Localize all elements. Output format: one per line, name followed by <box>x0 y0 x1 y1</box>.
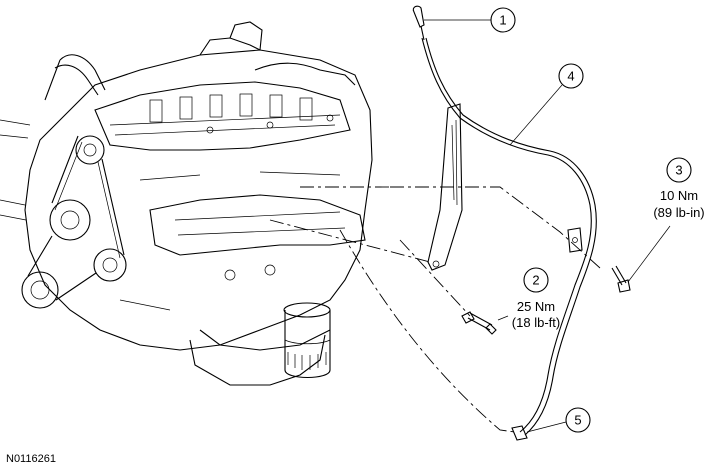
callout-5: 5 <box>526 407 591 433</box>
callout-3-torque-metric: 10 Nm <box>660 188 698 203</box>
callout-1-number: 1 <box>499 13 506 28</box>
engine-illustration <box>0 21 373 386</box>
upper-bracket <box>567 227 583 253</box>
figure-id: N0116261 <box>6 453 56 465</box>
mounting-bracket <box>427 103 463 271</box>
coil-packs <box>149 93 313 123</box>
callout-4: 4 <box>509 63 584 146</box>
callout-3: 3 10 Nm (89 lb-in) <box>627 157 705 283</box>
alignment-lines <box>269 186 601 433</box>
callout-4-number: 4 <box>567 69 574 84</box>
callout-3-torque-imperial: (89 lb-in) <box>653 205 704 220</box>
bracket-bolt <box>461 311 497 335</box>
dipstick-handle <box>412 5 425 28</box>
callout-2: 2 25 Nm (18 lb-ft) <box>497 267 560 330</box>
callout-2-number: 2 <box>532 273 539 288</box>
oil-filter <box>283 302 331 378</box>
dipstick-tube-assembly <box>412 5 631 441</box>
callout-3-number: 3 <box>675 163 682 178</box>
tube-nut <box>611 265 631 293</box>
callout-1: 1 <box>424 7 516 33</box>
callout-2-torque-metric: 25 Nm <box>517 299 555 314</box>
callout-2-torque-imperial: (18 lb-ft) <box>512 315 560 330</box>
accessory-drive <box>21 135 127 309</box>
callout-5-number: 5 <box>574 413 581 428</box>
tube-seal <box>511 425 528 441</box>
